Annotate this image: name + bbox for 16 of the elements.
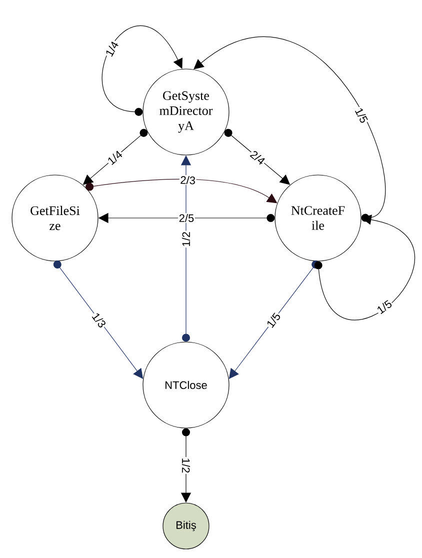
edge-label: 2/5: [178, 213, 195, 223]
edge-label: 1/2: [181, 457, 191, 474]
edge-label: 1/4: [104, 39, 120, 59]
edge-label: 1/5: [264, 310, 282, 330]
arrow: [314, 214, 415, 320]
edge-label: 1/2: [181, 230, 191, 248]
arrow: [102, 25, 182, 116]
edge-label: 2/4: [248, 148, 268, 167]
edge-label: 1/5: [374, 298, 394, 316]
edge-label: 2/3: [179, 174, 196, 186]
edge-label: 1/4: [105, 148, 124, 167]
edge-label: 1/3: [90, 310, 108, 330]
arrow: [53, 260, 144, 379]
edge-label: 1/5: [353, 106, 370, 126]
arrow: [194, 36, 386, 222]
arrow: [86, 178, 278, 204]
